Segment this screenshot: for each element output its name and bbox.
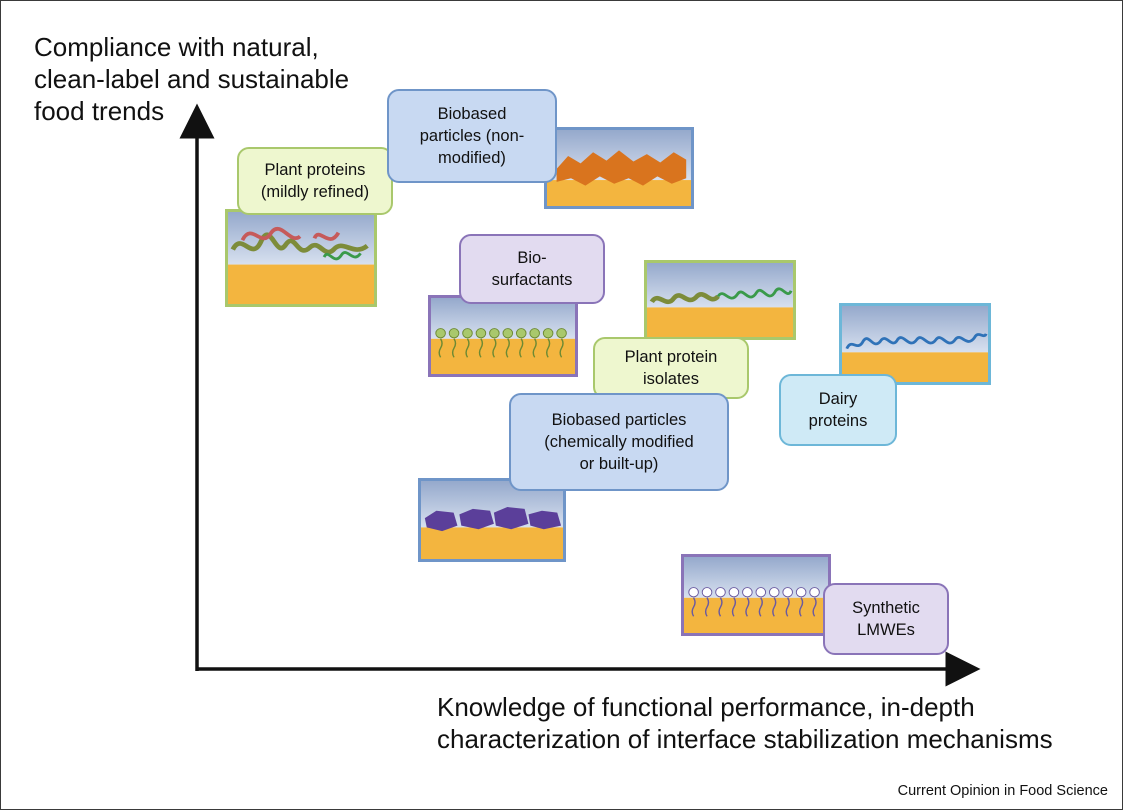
tile-biosurfactants (428, 295, 578, 377)
journal-credit: Current Opinion in Food Science (897, 783, 1108, 799)
tile-plant-protein-isolates (644, 260, 796, 340)
tile-plant-proteins-mildly-refined (225, 209, 377, 307)
label-biobased-particles-non-modified: Biobased particles (non- modified) (387, 89, 557, 183)
label-dairy-proteins: Dairy proteins (779, 374, 897, 446)
label-synthetic-lmwes: Synthetic LMWEs (823, 583, 949, 655)
tile-biobased-particles-non-modified (544, 127, 694, 209)
tile-synthetic-lmwes (681, 554, 831, 636)
tile-dairy-proteins (839, 303, 991, 385)
label-biobased-particles-chemically-modified: Biobased particles (chemically modified … (509, 393, 729, 491)
label-plant-proteins-mildly-refined: Plant proteins (mildly refined) (237, 147, 393, 215)
label-biosurfactants: Bio- surfactants (459, 234, 605, 304)
x-axis-title: Knowledge of functional performance, in-… (437, 692, 1053, 754)
y-axis-title: Compliance with natural, clean-label and… (34, 32, 350, 126)
label-plant-protein-isolates: Plant protein isolates (593, 337, 749, 399)
